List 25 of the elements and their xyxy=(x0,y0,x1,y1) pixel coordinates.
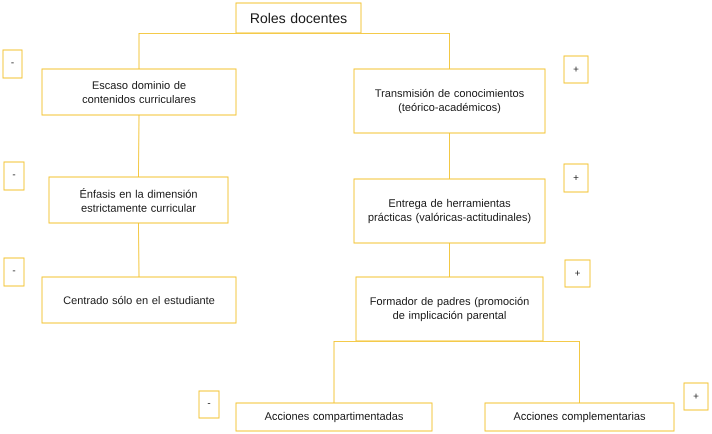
connector-line xyxy=(298,33,450,69)
role-box: Acciones compartimentadas xyxy=(236,402,432,432)
role-box: Escaso dominio de contenidos curriculares xyxy=(42,68,236,116)
sign-box: - xyxy=(198,390,220,418)
connector-line xyxy=(449,243,450,277)
role-box: Acciones complementarias xyxy=(484,402,674,432)
sign-box: + xyxy=(564,56,588,84)
role-box: Entrega de herramientas prácticas (valóricas-actitudinales) xyxy=(354,178,546,244)
role-box: Transmisión de conocimientos (teórico-académicos) xyxy=(354,68,546,134)
title-box: Roles docentes xyxy=(236,2,362,34)
connector-line xyxy=(138,115,140,177)
role-box: Formador de padres (promoción de implicación parental xyxy=(356,276,544,342)
sign-box: + xyxy=(564,164,588,192)
sign-box: + xyxy=(684,382,708,410)
sign-box: - xyxy=(4,162,24,190)
connector-line xyxy=(138,223,140,277)
role-box: Centrado sólo en el estudiante xyxy=(42,276,236,324)
sign-box: - xyxy=(2,50,22,78)
connector-line xyxy=(334,341,450,403)
connector-line xyxy=(449,341,580,403)
connector-line xyxy=(138,33,299,69)
connector-line xyxy=(449,133,450,179)
role-box: Énfasis en la dimensión estrictamente curricular xyxy=(48,176,228,224)
sign-box: + xyxy=(564,260,590,288)
sign-box: - xyxy=(4,258,24,286)
